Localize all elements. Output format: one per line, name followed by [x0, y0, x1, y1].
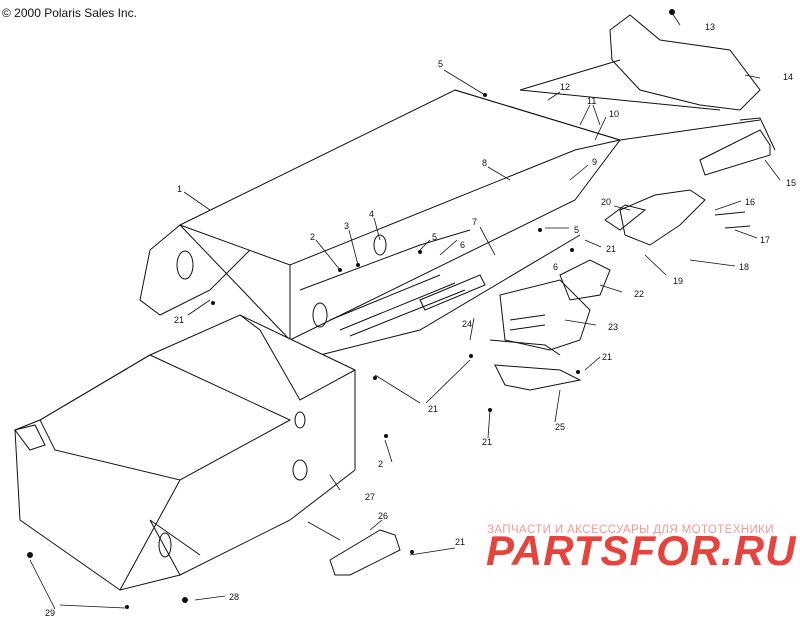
callout-4: 4: [369, 209, 374, 219]
callout-29: 29: [45, 608, 55, 617]
callout-15: 15: [786, 178, 796, 188]
callout-2: 2: [310, 232, 315, 242]
lower-tunnel: [14, 314, 356, 591]
callout-20: 20: [601, 197, 611, 207]
callout-21b: 21: [174, 315, 184, 325]
fasteners: [27, 9, 675, 609]
callout-3: 3: [344, 221, 349, 231]
callout-6a: 6: [460, 240, 465, 250]
callout-18: 18: [739, 262, 749, 272]
callout-25: 25: [555, 422, 565, 432]
callout-2b: 2: [378, 459, 383, 469]
callout-28: 28: [229, 592, 239, 602]
upper-tunnel: [139, 89, 621, 361]
watermark-logo: PARTSFOR.RU: [486, 527, 797, 574]
plate-26: [329, 529, 401, 576]
callout-12: 12: [560, 82, 570, 92]
callout-1: 1: [177, 184, 182, 194]
callout-21d: 21: [428, 404, 438, 414]
callout-27: 27: [365, 492, 375, 502]
callout-8: 8: [482, 158, 487, 168]
callout-14: 14: [783, 72, 793, 82]
callout-21c: 21: [602, 352, 612, 362]
callout-26: 26: [378, 511, 388, 521]
callout-16: 16: [745, 197, 755, 207]
leader-lines: [29, 9, 781, 610]
callout-19: 19: [673, 276, 683, 286]
callout-6b: 6: [553, 262, 558, 272]
watermark-subtitle: ЗАПЧАСТИ И АКСЕССУАРЫ ДЛЯ МОТОТЕХНИКИ: [487, 524, 774, 536]
bracket-19-20: [604, 189, 751, 246]
callout-17: 17: [760, 235, 770, 245]
callout-9: 9: [592, 157, 597, 167]
callout-10: 10: [609, 109, 619, 119]
callout-21a: 21: [606, 244, 616, 254]
callout-21f: 21: [455, 537, 465, 547]
callout-labels: 1 2 2 3 4 5 5 5 6 6 7 8 9 10 11 12 13 14…: [45, 22, 796, 618]
callout-5a: 5: [438, 59, 443, 69]
copyright-notice: © 2000 Polaris Sales Inc.: [2, 6, 137, 20]
callout-13: 13: [705, 22, 715, 32]
callout-5b: 5: [432, 232, 437, 242]
callout-5c: 5: [574, 225, 579, 235]
callout-22: 22: [634, 289, 644, 299]
rear-frame: [519, 14, 776, 176]
callout-23: 23: [608, 322, 618, 332]
callout-24: 24: [462, 319, 472, 329]
callout-11: 11: [587, 96, 596, 106]
mount-22-25: [489, 259, 611, 391]
callout-21e: 21: [482, 437, 492, 447]
callout-7: 7: [472, 217, 477, 227]
